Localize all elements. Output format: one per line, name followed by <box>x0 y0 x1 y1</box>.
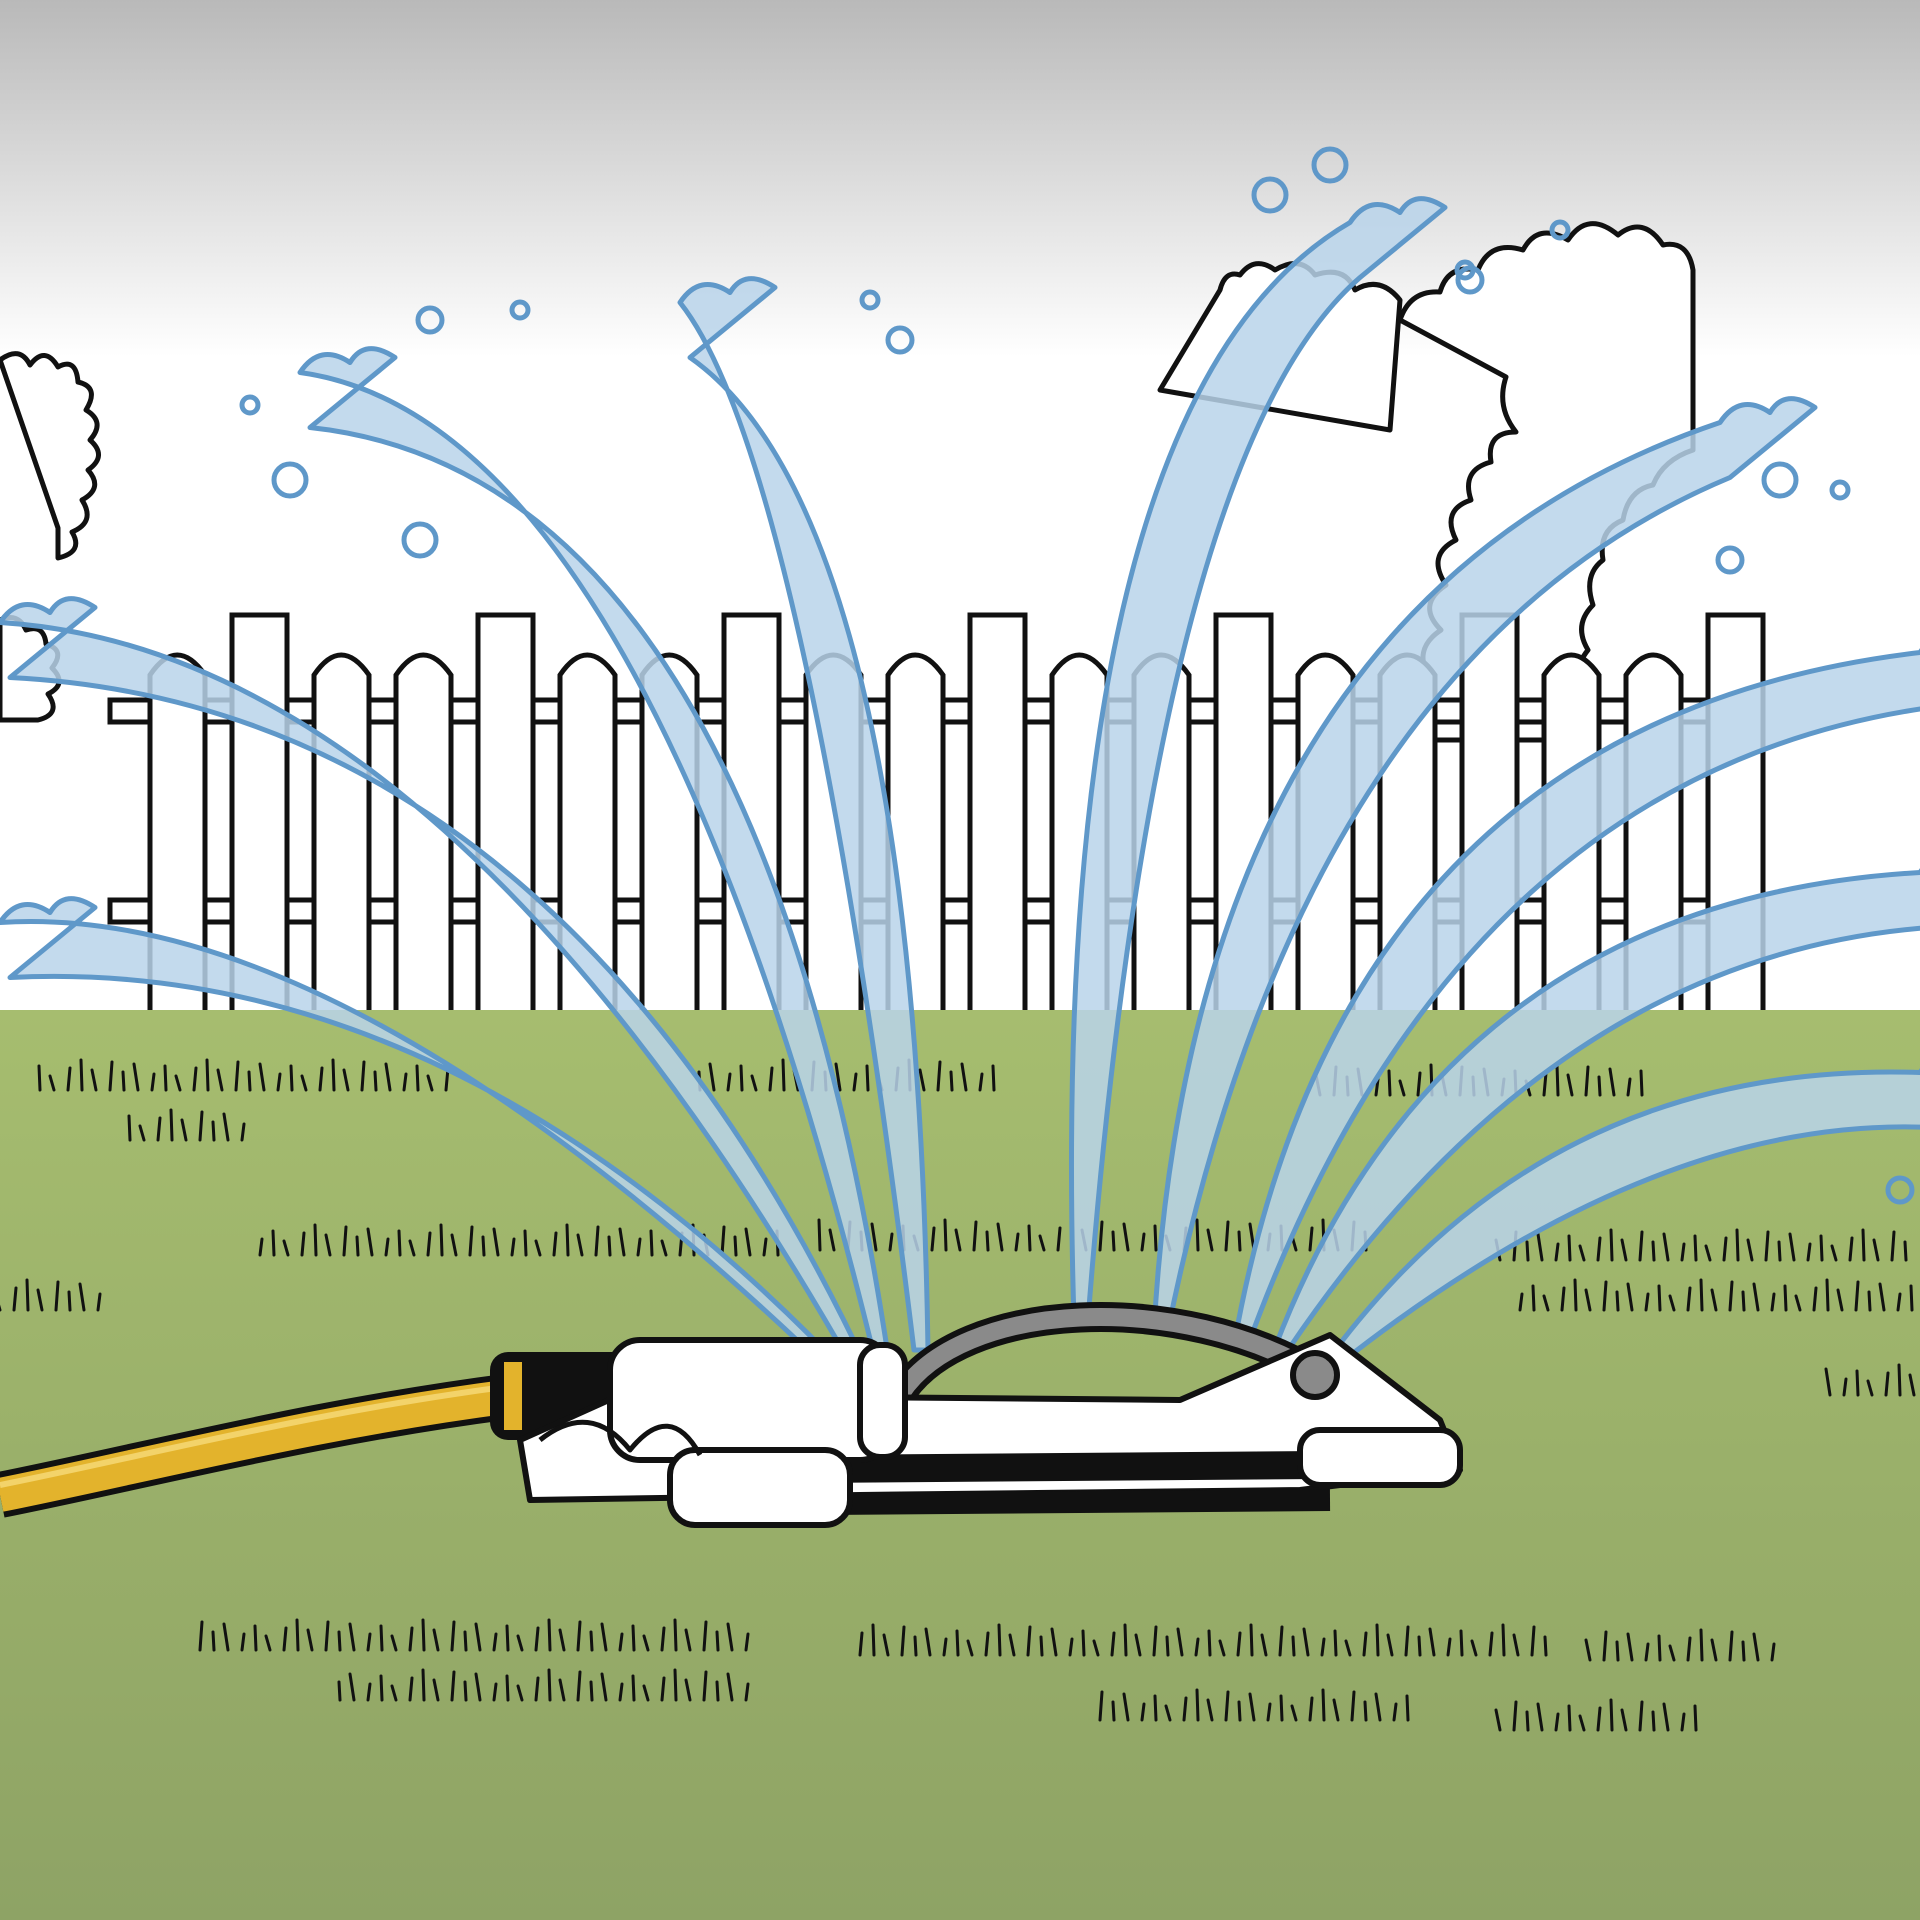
fence-picket <box>967 612 1028 1018</box>
water-droplet <box>1885 1175 1915 1205</box>
water-jet <box>1068 196 1448 1323</box>
grass-tuft <box>337 1668 750 1702</box>
grass-tuft <box>37 1058 450 1092</box>
water-jet <box>297 346 891 1358</box>
grass-tuft <box>1098 1688 1410 1722</box>
water-droplet <box>239 394 261 416</box>
water-spray-icon <box>0 196 1920 1388</box>
water-droplet <box>415 305 445 335</box>
water-droplet <box>885 325 915 355</box>
water-jet <box>1151 396 1818 1333</box>
water-droplet <box>1454 259 1476 281</box>
garden-hose-icon <box>0 1352 630 1518</box>
water-droplet <box>1761 461 1799 499</box>
fence-picket <box>475 612 536 1018</box>
water-droplet <box>271 461 309 499</box>
water-jet <box>0 596 871 1373</box>
grass-tuft <box>0 1278 102 1312</box>
water-droplet <box>1829 479 1851 501</box>
fence-picket <box>311 652 372 1018</box>
water-droplets <box>239 146 1915 1205</box>
grass-tuft <box>1518 1278 1914 1312</box>
grass-tuft <box>1584 1628 1776 1662</box>
fence-picket <box>393 652 454 1018</box>
water-jet <box>677 276 931 1353</box>
water-droplet <box>1715 545 1745 575</box>
water-droplet <box>1455 265 1485 295</box>
water-droplet <box>401 521 439 559</box>
water-droplet <box>1251 176 1289 214</box>
fence-picket <box>229 612 290 1018</box>
fence-picket <box>557 652 618 1018</box>
water-jet <box>1231 648 1920 1348</box>
grass-tuft <box>127 1108 246 1142</box>
grass-tuft <box>198 1618 750 1652</box>
oscillating-sprinkler-icon <box>517 1302 1463 1528</box>
water-droplet <box>1311 146 1349 184</box>
water-droplet <box>1549 219 1571 241</box>
water-jet <box>1321 1068 1920 1368</box>
water-jet <box>1271 868 1920 1353</box>
grass-tuft <box>258 1223 780 1257</box>
grass-tuft <box>1494 1698 1698 1732</box>
grass-tuft <box>858 1623 1548 1657</box>
water-droplet <box>509 299 531 321</box>
water-jet <box>0 896 861 1388</box>
grass-tuft <box>1824 1363 1916 1397</box>
water-droplet <box>859 289 881 311</box>
